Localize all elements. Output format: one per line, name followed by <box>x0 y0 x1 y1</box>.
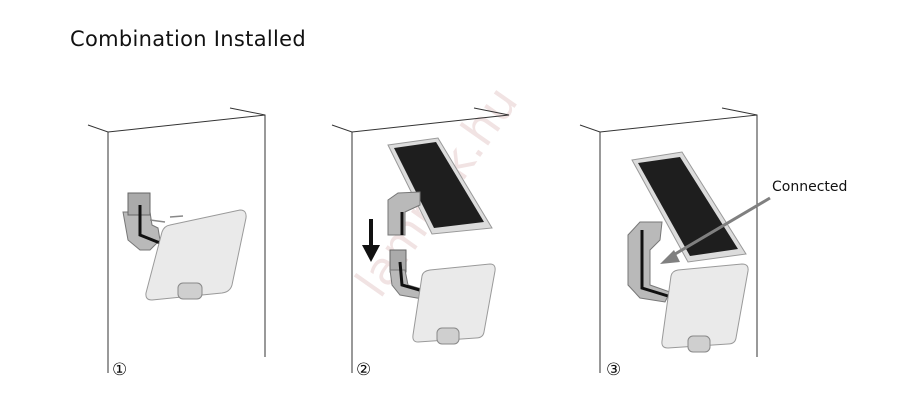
connected-label: Connected <box>772 179 847 195</box>
combined-bracket <box>627 221 671 303</box>
solar-panel <box>387 137 493 236</box>
step-2-panel: ② <box>331 107 510 380</box>
floodlight <box>389 249 496 345</box>
step-number: ③ <box>606 360 621 380</box>
wall <box>331 107 510 373</box>
step-number: ① <box>112 360 127 380</box>
wall <box>579 107 758 373</box>
wall <box>87 107 266 373</box>
step-number: ② <box>356 360 371 380</box>
connected-arrow-icon <box>660 196 771 264</box>
floodlight <box>145 209 247 301</box>
step-3-panel: Connected ③ <box>579 107 847 380</box>
step-1-panel: ① <box>87 107 266 380</box>
page-title: Combination Installed <box>70 27 306 51</box>
down-arrow-icon <box>362 219 380 262</box>
floodlight <box>661 263 749 353</box>
